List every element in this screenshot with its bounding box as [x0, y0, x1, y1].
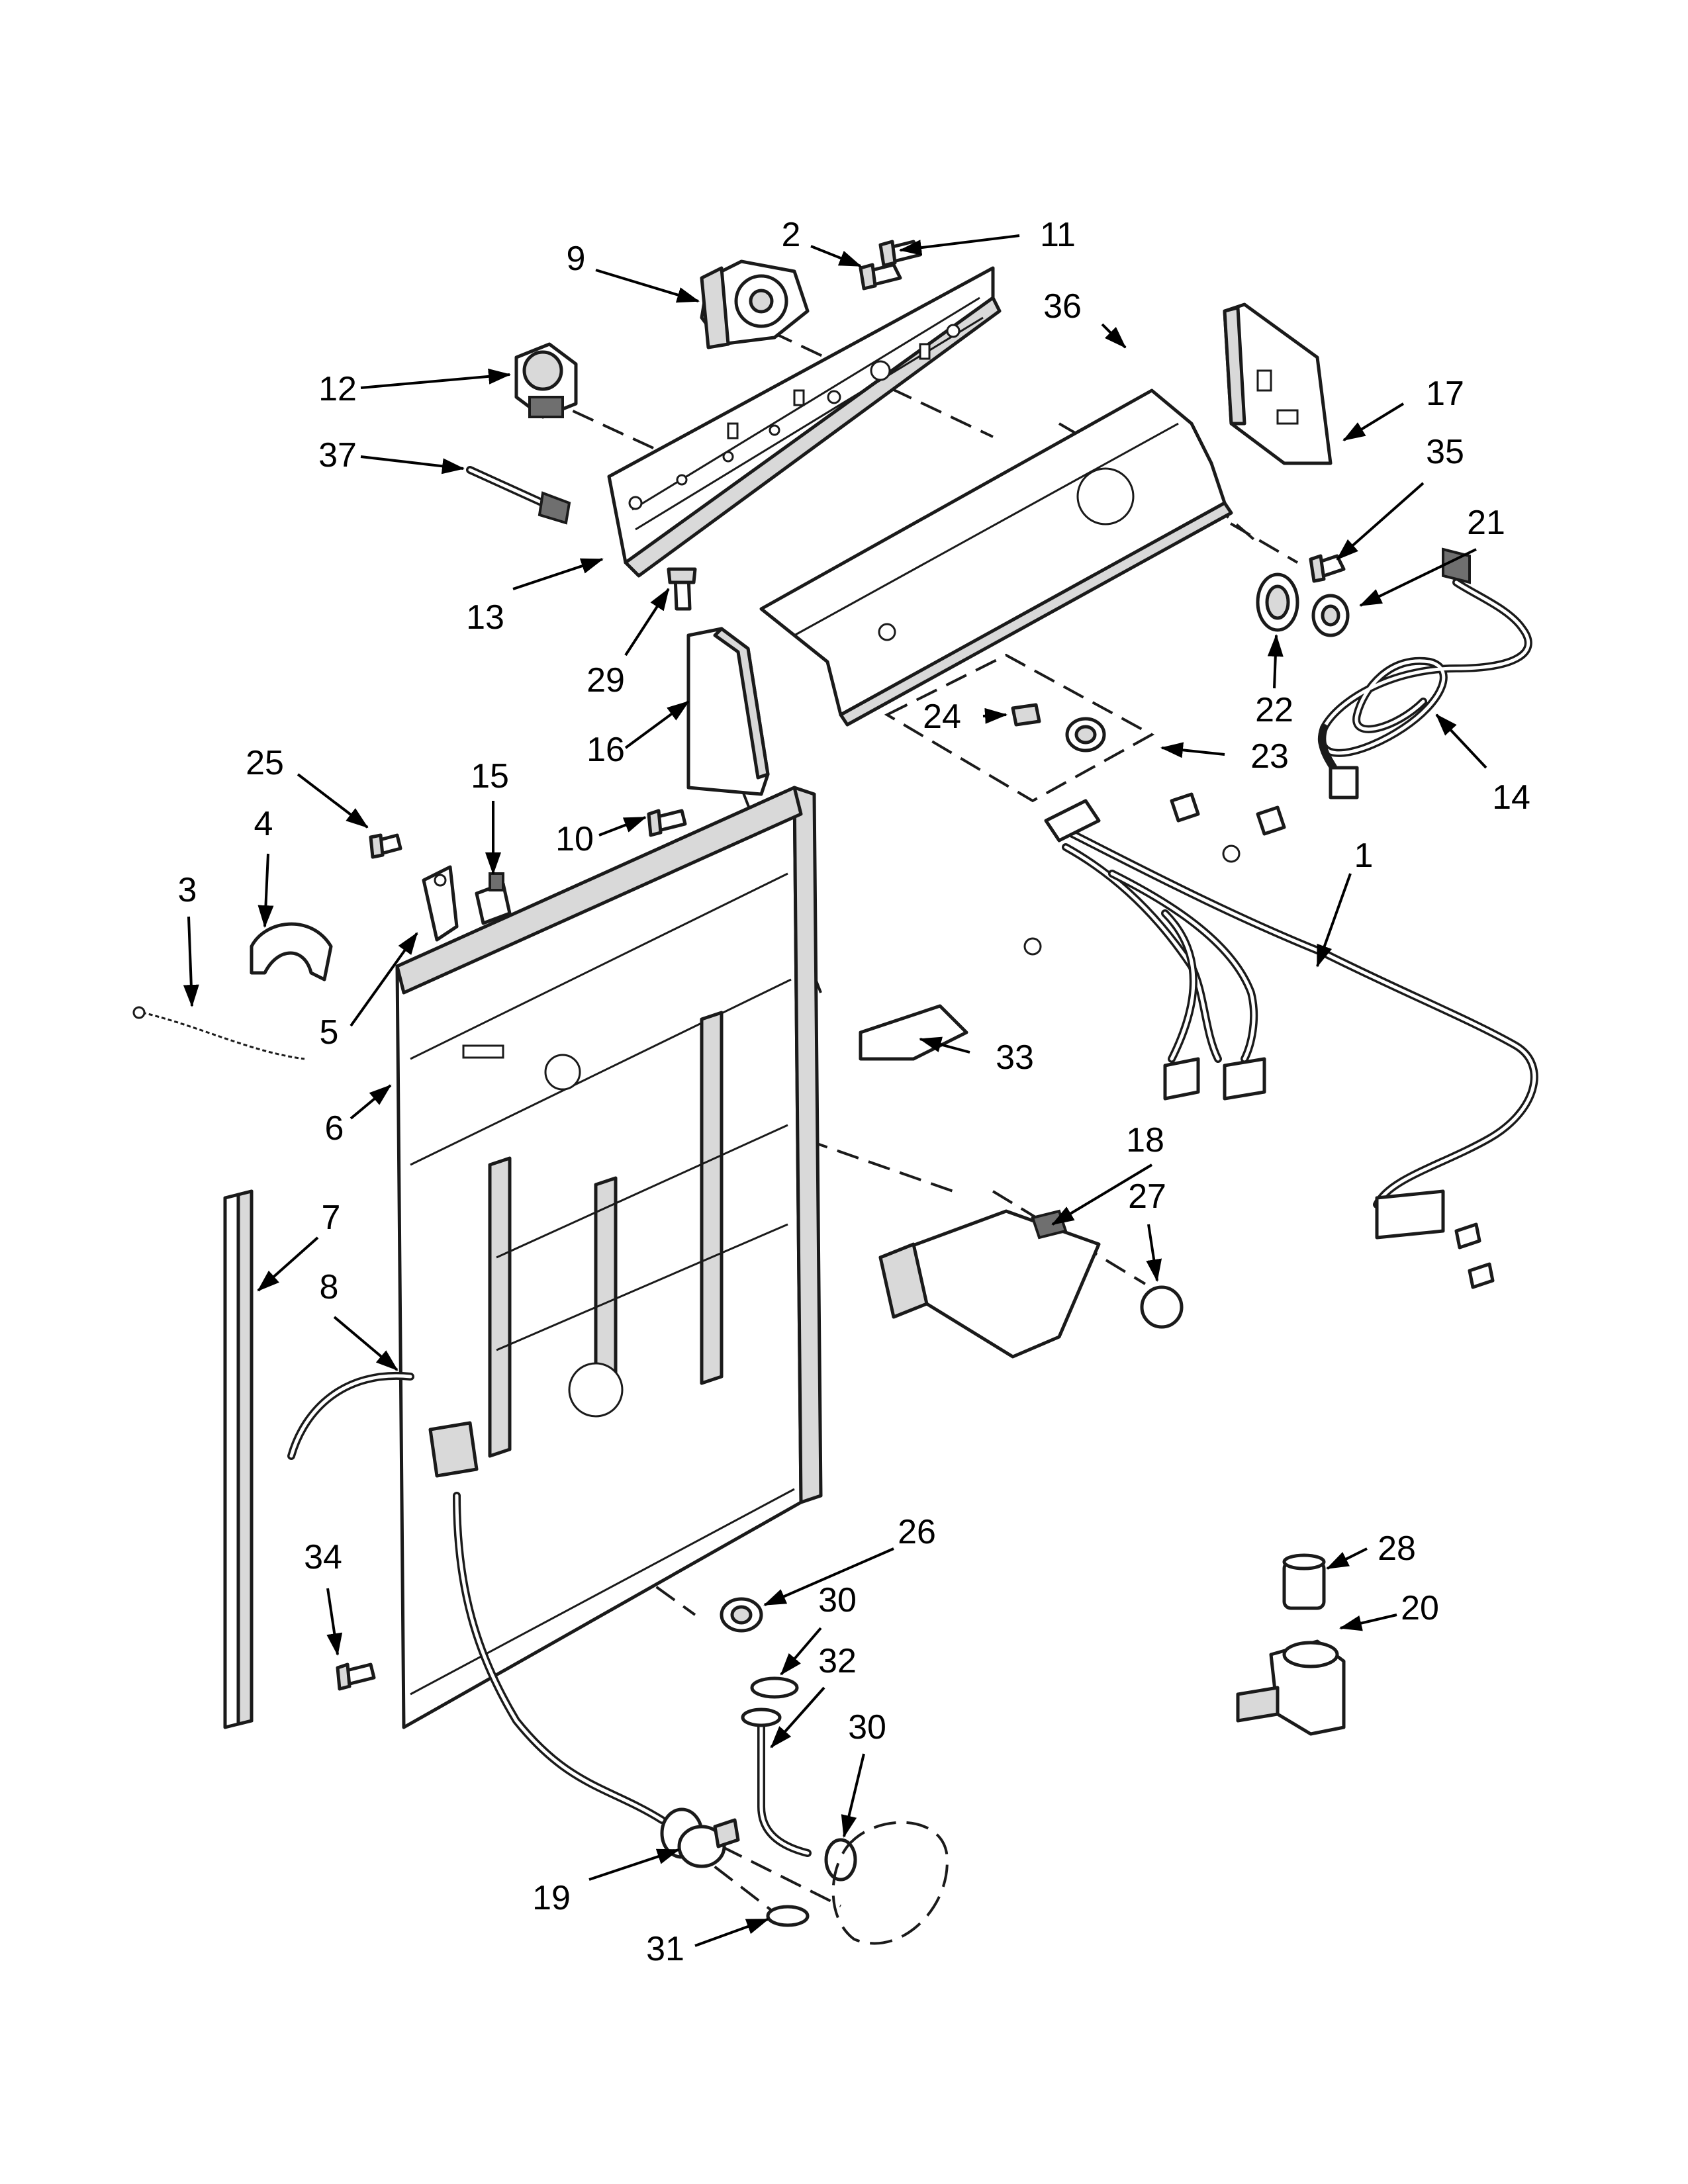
callout-21: 21: [1467, 504, 1505, 542]
clamp-30-upper: [750, 1676, 799, 1699]
capacitor: [1282, 1553, 1326, 1610]
screw-2: [859, 263, 902, 291]
console-end-cap: [686, 627, 770, 796]
screw-35: [1309, 554, 1346, 583]
clamp-31: [766, 1905, 810, 1927]
callout-4: 4: [254, 805, 273, 843]
wire-harness: [1023, 792, 1538, 1289]
cabinet-rear-frame: [395, 786, 823, 1729]
callout-22: 22: [1255, 691, 1293, 729]
terminal-block: [475, 872, 512, 925]
callout-35: 35: [1426, 433, 1464, 471]
console-end-bracket: [1223, 302, 1333, 465]
callout-26: 26: [898, 1513, 936, 1551]
selector-knob-22: [1256, 572, 1299, 632]
timer: [700, 259, 810, 349]
pump-outline: [831, 1821, 949, 1945]
callout-23: 23: [1250, 737, 1289, 776]
side-trim-strip: [223, 1189, 254, 1729]
screw-10: [647, 809, 687, 837]
callout-34: 34: [304, 1538, 342, 1576]
callout-2: 2: [782, 216, 801, 254]
screw-11: [878, 240, 922, 267]
callout-31: 31: [646, 1930, 684, 1968]
plug-27: [1140, 1285, 1184, 1329]
clamp-30-lower: [824, 1838, 857, 1882]
callout-37: 37: [318, 436, 357, 475]
leader-lines: [183, 234, 1487, 1947]
callout-33: 33: [996, 1038, 1034, 1077]
switch-group-outline: [884, 653, 1155, 803]
callout-24: 24: [923, 698, 961, 736]
callout-8: 8: [320, 1268, 339, 1306]
callout-3: 3: [178, 871, 197, 909]
plug-26: [720, 1597, 763, 1633]
callout-14: 14: [1492, 778, 1530, 817]
callout-29: 29: [586, 661, 625, 700]
ground-wire: [132, 1006, 305, 1060]
callout-20: 20: [1401, 1589, 1439, 1627]
callout-10: 10: [555, 820, 594, 858]
knob-cap-21: [1311, 594, 1350, 637]
callout-6: 6: [325, 1109, 344, 1148]
callout-32: 32: [818, 1642, 857, 1680]
callout-7: 7: [322, 1199, 341, 1237]
screw-29: [667, 567, 697, 611]
callout-12: 12: [318, 370, 357, 408]
screw-25: [369, 833, 402, 859]
callout-11: 11: [1040, 216, 1076, 254]
water-level-switch: [514, 342, 578, 419]
clamp-19: [677, 1818, 740, 1868]
callout-1: 1: [1354, 837, 1374, 875]
callout-15: 15: [471, 757, 509, 796]
lid-switch: [878, 1209, 1101, 1359]
bracket-33: [859, 1004, 968, 1061]
console-rear-panel: [607, 266, 1002, 578]
callout-25: 25: [246, 744, 284, 782]
callout-18: 18: [1126, 1121, 1164, 1160]
drain-hose: [741, 1707, 812, 1857]
callout-13: 13: [466, 598, 504, 637]
callout-16: 16: [586, 731, 625, 769]
callout-9: 9: [567, 240, 586, 278]
console-shroud: [759, 388, 1233, 727]
callout-30b: 30: [848, 1708, 886, 1747]
power-cord: [1318, 547, 1532, 799]
callout-labels: 1 2 3 4 5 6 7 8 9 10 11 12 13 14 15 16 1…: [178, 216, 1530, 1968]
callout-28: 28: [1378, 1529, 1416, 1568]
callout-17: 17: [1426, 375, 1464, 413]
bracket-5: [422, 865, 459, 942]
callout-30a: 30: [818, 1581, 857, 1619]
motor-pump-20: [1236, 1639, 1346, 1736]
wire-clip: [250, 922, 333, 981]
callout-19: 19: [532, 1879, 571, 1917]
inlet-hose: [287, 1371, 704, 1859]
callout-27: 27: [1128, 1177, 1166, 1216]
callout-36: 36: [1043, 287, 1082, 326]
screw-34: [336, 1662, 376, 1691]
pressure-hose: [466, 466, 571, 525]
callout-5: 5: [320, 1013, 339, 1052]
